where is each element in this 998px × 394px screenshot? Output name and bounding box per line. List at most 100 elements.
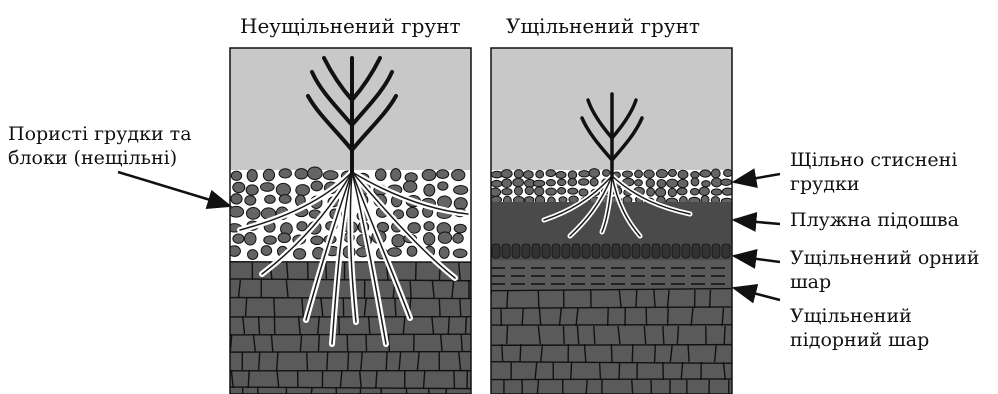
arrow-plow-pan (734, 220, 780, 224)
arable-block (652, 244, 660, 258)
arable-block (522, 244, 530, 258)
soil-clod (408, 223, 420, 234)
label-compacted-arable: Ущільнений орний шар (790, 246, 979, 294)
label-porous-clods: Пористі грудки та блоки (нещільні) (8, 122, 192, 170)
compacted-arable-blocks (492, 244, 740, 258)
soil-clod (247, 169, 257, 181)
soil-clod (603, 170, 611, 177)
soil-clod (513, 178, 524, 186)
soil-clod (491, 180, 502, 187)
label-compacted-arable-line2: шар (790, 270, 979, 294)
crack-line (274, 298, 275, 316)
soil-clod (295, 169, 308, 179)
right-soil-panel (488, 48, 740, 394)
soil-clod (391, 169, 401, 181)
soil-clod (453, 233, 463, 243)
arable-block (612, 244, 620, 258)
crack-line (386, 352, 387, 370)
crack-line (439, 298, 440, 316)
soil-clod (279, 169, 291, 178)
soil-clod (579, 189, 588, 196)
soil-clod (546, 188, 557, 195)
arable-block (672, 244, 680, 258)
crack-line (651, 380, 652, 394)
soil-clod (454, 198, 467, 210)
crack-line (454, 370, 455, 388)
soil-clod (711, 178, 721, 187)
arable-block (682, 244, 690, 258)
soil-clod (559, 197, 567, 203)
soil-clod (657, 179, 666, 187)
crack-line (608, 308, 609, 326)
crack-line (366, 334, 367, 352)
arrow-compacted-subsoil (734, 288, 780, 300)
arable-block (552, 244, 560, 258)
soil-clod (667, 179, 678, 187)
soil-clod (677, 188, 687, 195)
crack-line (571, 362, 572, 380)
soil-clod (558, 188, 566, 195)
label-dense-clods-line2: грудки (790, 172, 957, 196)
label-dense-clods-line1: Щільно стиснені (790, 148, 957, 172)
label-compacted-subsoil-line2: підорний шар (790, 328, 929, 352)
arable-block (502, 244, 510, 258)
soil-clod (231, 171, 241, 180)
crack-line (507, 326, 508, 344)
soil-clod (699, 187, 709, 195)
arable-block (512, 244, 520, 258)
soil-clod (424, 233, 435, 245)
soil-clod (233, 182, 245, 192)
soil-clod (502, 179, 512, 188)
arable-block (692, 244, 700, 258)
soil-clod (668, 188, 676, 196)
soil-clod (691, 172, 699, 179)
soil-clod (229, 206, 244, 217)
crack-line (491, 379, 732, 380)
soil-clod (514, 170, 523, 179)
arable-block (632, 244, 640, 258)
soil-clod (276, 183, 290, 196)
soil-clod (721, 179, 732, 185)
soil-clod (246, 185, 258, 195)
arable-block (622, 244, 630, 258)
crack-line (460, 298, 461, 316)
soil-clod (546, 179, 555, 185)
label-compacted-subsoil: Ущільнений підорний шар (790, 304, 929, 352)
crack-line (655, 344, 656, 362)
crack-line (600, 362, 601, 380)
crack-line (507, 290, 508, 308)
soil-clod (691, 178, 699, 186)
soil-clod (323, 171, 338, 180)
arable-block (582, 244, 590, 258)
soil-clod (656, 188, 666, 197)
soil-clod (424, 184, 435, 196)
soil-clod (678, 170, 688, 178)
label-porous-clods-line1: Пористі грудки та (8, 122, 192, 146)
crack-line (502, 344, 503, 362)
soil-clod (438, 182, 448, 190)
soil-clod (711, 189, 721, 195)
crack-line (710, 290, 711, 308)
soil-clod (297, 222, 307, 231)
arable-block (722, 244, 730, 258)
crack-line (520, 344, 521, 362)
arable-block (702, 244, 710, 258)
soil-clod (279, 195, 291, 204)
soil-clod (453, 249, 467, 258)
soil-clod (231, 194, 242, 204)
soil-clod (647, 188, 655, 196)
crack-line (230, 352, 471, 353)
soil-clod (278, 233, 290, 243)
soil-clod (535, 187, 544, 196)
soil-clod (407, 207, 419, 217)
soil-clod (248, 250, 258, 260)
soil-clod (308, 167, 323, 180)
soil-clod (293, 249, 305, 260)
soil-clod (311, 181, 322, 191)
soil-clod (536, 171, 544, 178)
crack-line (619, 362, 620, 380)
arable-block (562, 244, 570, 258)
crack-line (611, 344, 612, 362)
soil-clod (579, 179, 589, 186)
soil-clod (375, 169, 386, 181)
